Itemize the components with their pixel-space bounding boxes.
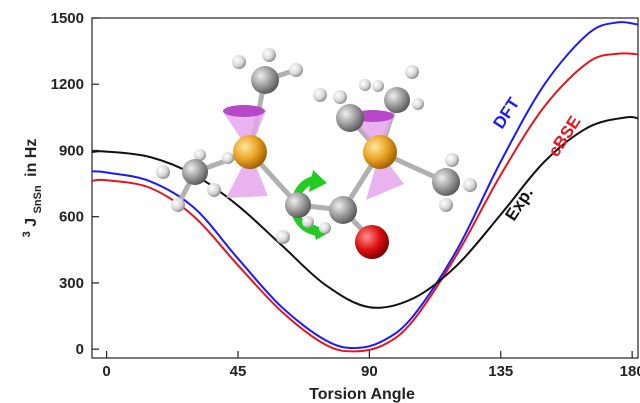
label-cbse: cBSE xyxy=(544,113,584,161)
hydrogen-atoms xyxy=(156,48,477,244)
series-dft-curve xyxy=(91,21,639,350)
y-axis-ticks: 0 300 600 900 1200 1500 xyxy=(51,10,99,358)
label-exp: Exp. xyxy=(501,184,536,224)
x-axis-title: Torsion Angle xyxy=(309,386,415,403)
tin-atom-left xyxy=(233,135,267,169)
x-tick-label: 135 xyxy=(488,363,513,380)
x-tick-label: 90 xyxy=(361,363,378,380)
y-axis-title-superscript: 3 xyxy=(21,231,33,237)
y-axis-title-subscript: SnSn xyxy=(32,185,44,213)
tin-atom-right xyxy=(363,135,397,169)
y-tick-label: 600 xyxy=(59,209,84,226)
series-curves xyxy=(91,21,639,353)
oxygen-atom xyxy=(355,225,389,259)
molecule-illustration xyxy=(156,48,477,259)
series-exp-curve xyxy=(91,115,639,309)
y-tick-label: 1500 xyxy=(51,10,84,27)
plot-frame xyxy=(91,17,639,359)
x-tick-label: 0 xyxy=(102,363,110,380)
x-axis-ticks: 0 45 90 135 180 xyxy=(102,351,640,380)
y-tick-label: 900 xyxy=(59,142,84,159)
y-tick-label: 1200 xyxy=(51,76,84,93)
y-axis-title: 3 J SnSn in Hz xyxy=(17,139,45,238)
x-tick-label: 180 xyxy=(620,363,640,380)
y-tick-label: 0 xyxy=(76,341,84,358)
x-tick-label: 45 xyxy=(230,363,247,380)
carbon-atoms xyxy=(182,66,460,224)
y-axis-title-base: J xyxy=(23,218,40,227)
y-axis-title-suffix: in Hz xyxy=(23,139,40,177)
y-tick-label: 300 xyxy=(59,275,84,292)
orbital-cone-top-left xyxy=(223,105,265,117)
